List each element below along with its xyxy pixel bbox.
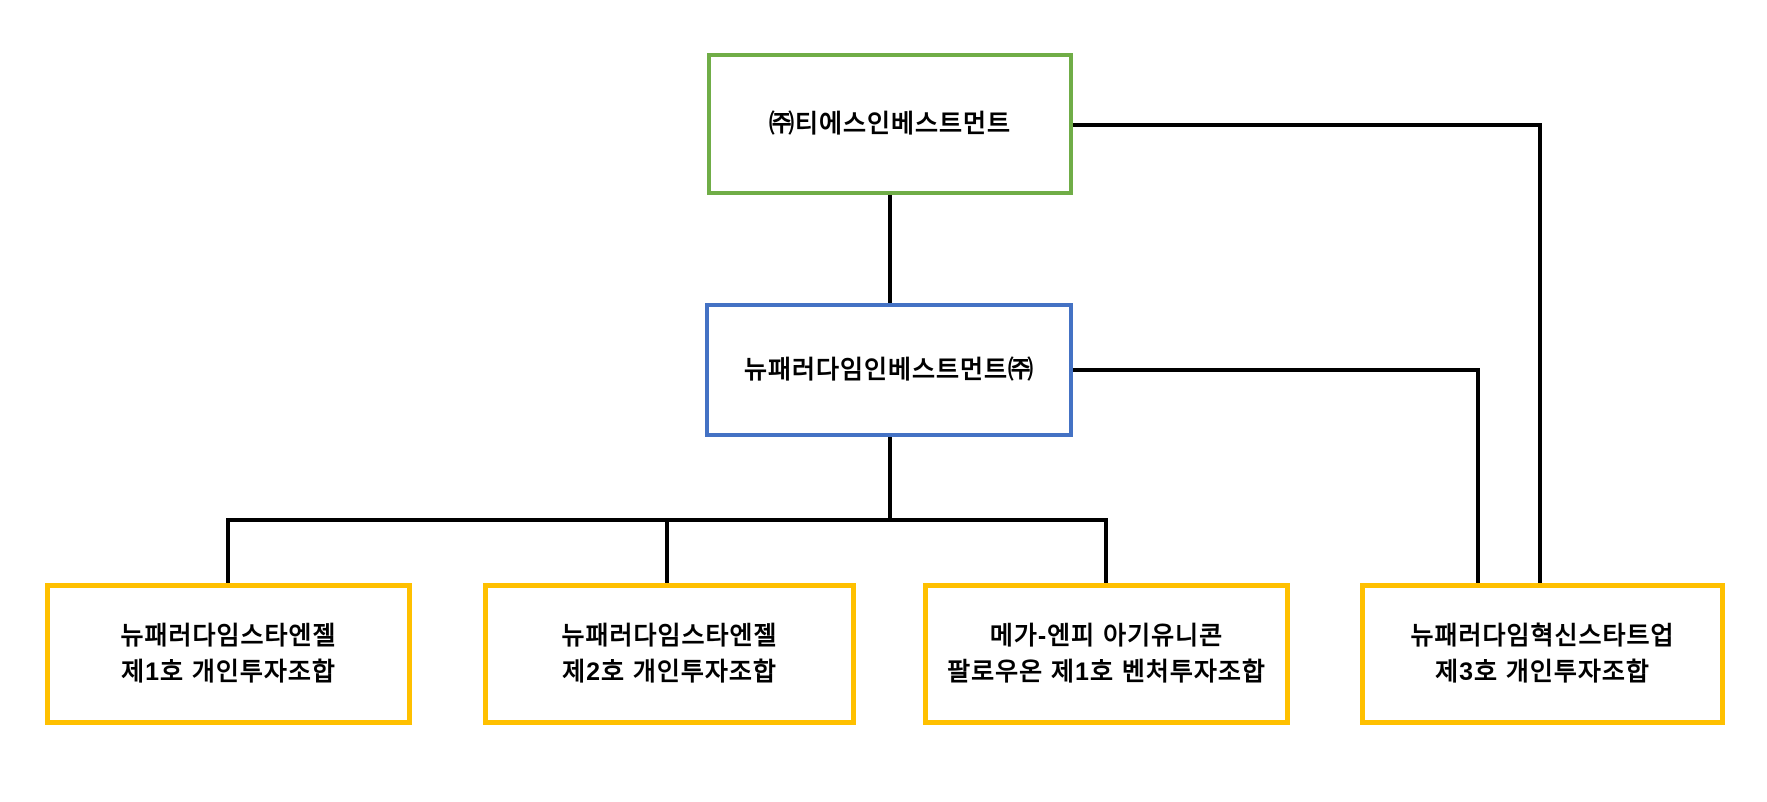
org-node-fund-2-line1: 뉴패러다임스타엔젤: [561, 622, 778, 650]
org-node-fund-3: 메가-엔피 아기유니콘 팔로우온 제1호 벤처투자조합: [923, 583, 1290, 725]
org-node-fund-1: 뉴패러다임스타엔젤 제1호 개인투자조합: [45, 583, 412, 725]
connector-root-to-fund4-vertical: [1538, 123, 1542, 583]
org-node-fund-4-line1: 뉴패러다임혁신스타트업: [1410, 622, 1675, 650]
org-node-parent-company: ㈜티에스인베스트먼트: [707, 53, 1073, 195]
connector-drop-fund1: [226, 518, 230, 583]
org-node-fund-1-line1: 뉴패러다임스타엔젤: [120, 622, 337, 650]
org-node-fund-4-line2: 제3호 개인투자조합: [1435, 658, 1650, 686]
org-node-subsidiary-company: 뉴패러다임인베스트먼트㈜: [705, 303, 1073, 437]
org-node-fund-2-line2: 제2호 개인투자조합: [562, 658, 777, 686]
connector-middle-to-fund4-horizontal: [1073, 368, 1480, 372]
connector-drop-fund2: [665, 518, 669, 583]
org-node-subsidiary-company-label: 뉴패러다임인베스트먼트㈜: [743, 356, 1034, 384]
connector-root-to-middle: [888, 195, 892, 303]
connector-middle-stem: [888, 437, 892, 522]
connector-drop-fund3: [1104, 518, 1108, 583]
connector-root-to-fund4-horizontal: [1073, 123, 1542, 127]
org-node-parent-company-label: ㈜티에스인베스트먼트: [768, 110, 1011, 138]
org-node-fund-3-line1: 메가-엔피 아기유니콘: [989, 622, 1224, 650]
org-node-fund-3-line2: 팔로우온 제1호 벤처투자조합: [947, 658, 1266, 686]
org-node-fund-4: 뉴패러다임혁신스타트업 제3호 개인투자조합: [1360, 583, 1725, 725]
org-node-fund-2: 뉴패러다임스타엔젤 제2호 개인투자조합: [483, 583, 856, 725]
org-node-fund-1-line2: 제1호 개인투자조합: [121, 658, 336, 686]
connector-middle-to-fund4-vertical: [1476, 368, 1480, 583]
